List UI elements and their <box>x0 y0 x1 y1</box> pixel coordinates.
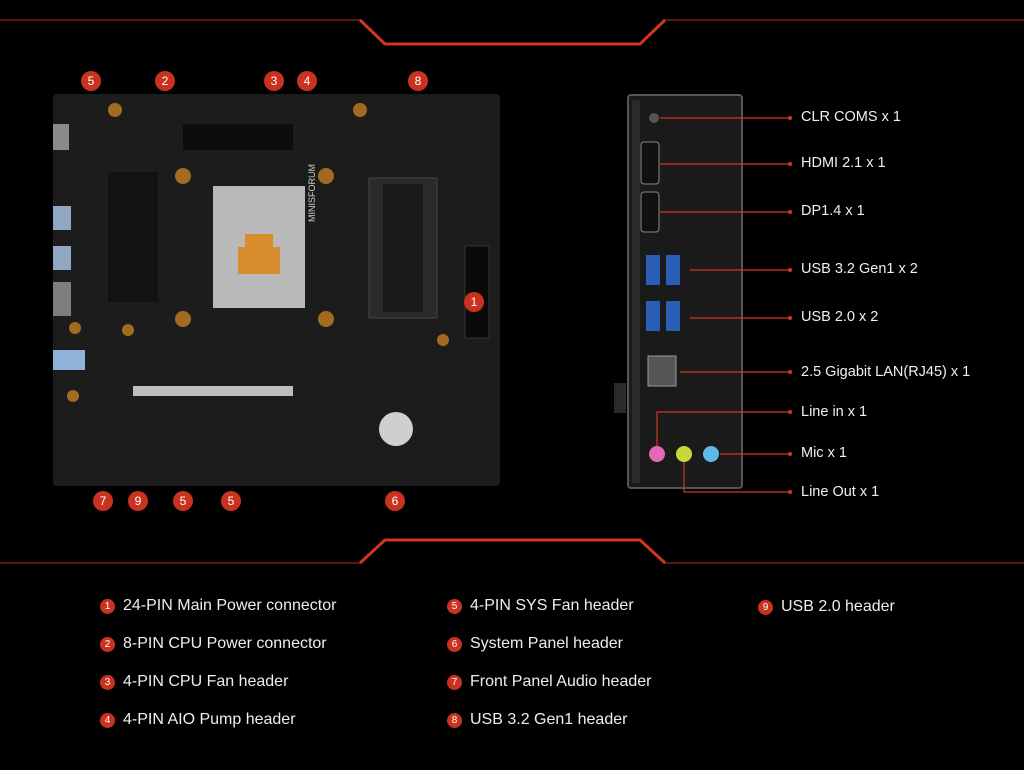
legend-label: USB 2.0 header <box>781 598 895 615</box>
legend-item: 1 24-PIN Main Power connector <box>100 597 336 615</box>
legend-number: 4 <box>100 713 115 728</box>
callout-badge: 5 <box>81 71 101 91</box>
legend-item: 3 4-PIN CPU Fan header <box>100 673 288 691</box>
io-label-hdmi: HDMI 2.1 x 1 <box>801 155 886 171</box>
callout-badge: 1 <box>464 292 484 312</box>
callout-badge: 4 <box>297 71 317 91</box>
legend-item: 2 8-PIN CPU Power connector <box>100 635 327 653</box>
callout-badge: 3 <box>264 71 284 91</box>
legend-number: 9 <box>758 600 773 615</box>
legend-label: 4-PIN CPU Fan header <box>123 673 289 690</box>
io-label-line-out: Line Out x 1 <box>801 484 880 500</box>
legend-label: Front Panel Audio header <box>470 673 652 690</box>
legend-item: 7 Front Panel Audio header <box>447 673 651 691</box>
legend-item: 8 USB 3.2 Gen1 header <box>447 711 627 729</box>
callout-badge: 8 <box>408 71 428 91</box>
legend-item: 5 4-PIN SYS Fan header <box>447 597 634 615</box>
callout-badge: 5 <box>173 491 193 511</box>
legend-number: 1 <box>100 599 115 614</box>
callout-badge: 6 <box>385 491 405 511</box>
legend-label: 4-PIN AIO Pump header <box>123 711 296 728</box>
legend-item: 6 System Panel header <box>447 635 623 653</box>
io-label-clr-cmos: CLR COMS x 1 <box>801 109 901 125</box>
legend-number: 5 <box>447 599 462 614</box>
io-label-mic: Mic x 1 <box>801 445 847 461</box>
legend-label: System Panel header <box>470 635 623 652</box>
legend-label: 8-PIN CPU Power connector <box>123 635 327 652</box>
legend-item: 9 USB 2.0 header <box>758 598 895 616</box>
io-label-lan: 2.5 Gigabit LAN(RJ45) x 1 <box>801 364 971 380</box>
legend-label: 4-PIN SYS Fan header <box>470 597 634 614</box>
io-label-dp: DP1.4 x 1 <box>801 203 865 219</box>
io-label-usb20: USB 2.0 x 2 <box>801 309 879 325</box>
legend-number: 8 <box>447 713 462 728</box>
legend-number: 2 <box>100 637 115 652</box>
callout-badge: 9 <box>128 491 148 511</box>
motherboard-image: MINISFORUM <box>45 94 500 486</box>
callout-badge: 5 <box>221 491 241 511</box>
callout-badge: 2 <box>155 71 175 91</box>
legend-label: USB 3.2 Gen1 header <box>470 711 628 728</box>
legend-label: 24-PIN Main Power connector <box>123 597 337 614</box>
legend-number: 6 <box>447 637 462 652</box>
io-label-line-in: Line in x 1 <box>801 404 868 420</box>
legend-number: 3 <box>100 675 115 690</box>
legend-item: 4 4-PIN AIO Pump header <box>100 711 296 729</box>
legend-number: 7 <box>447 675 462 690</box>
callout-badge: 7 <box>93 491 113 511</box>
io-label-usb32: USB 3.2 Gen1 x 2 <box>801 261 918 277</box>
board-brand: MINISFORUM <box>307 164 317 222</box>
